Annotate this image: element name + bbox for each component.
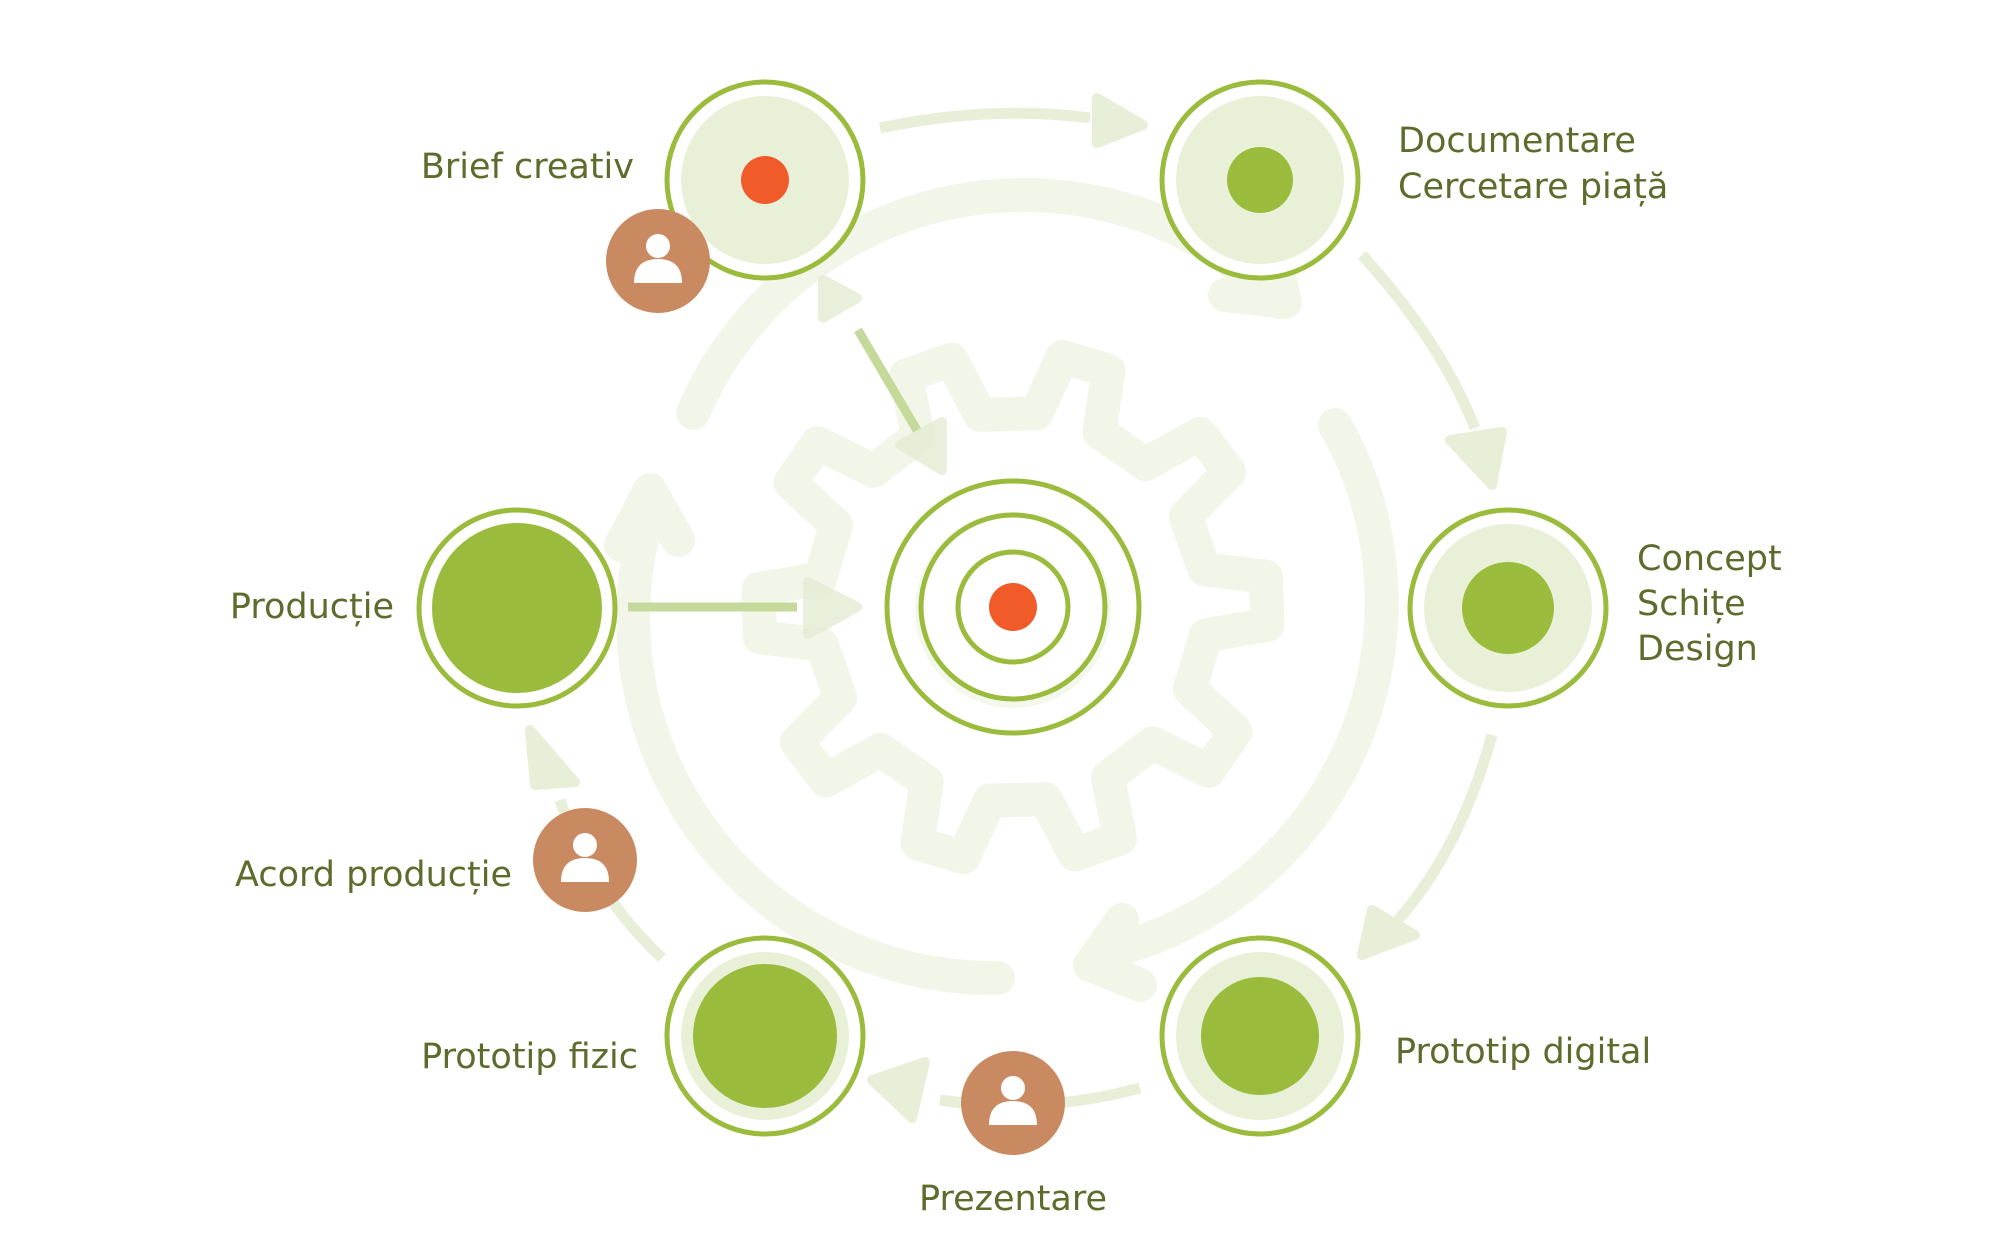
inner-connectors xyxy=(628,275,947,639)
cycle-arc-right xyxy=(1098,408,1399,967)
node-label-concept-3: Design xyxy=(1637,629,1758,669)
node-production[interactable] xyxy=(416,507,618,709)
person-icon xyxy=(561,833,609,882)
connector-concept-digital xyxy=(1393,733,1498,924)
person-icon xyxy=(989,1076,1037,1125)
person-icon xyxy=(634,234,682,283)
cycle-arc-right-head xyxy=(1073,903,1157,1002)
connector-brief-research xyxy=(878,107,1091,134)
arrowhead-brief-origin xyxy=(818,275,862,323)
node-label-production: Producție xyxy=(230,587,394,627)
node-label-digital: Prototip digital xyxy=(1395,1032,1651,1072)
arrowhead-research-concept xyxy=(1445,427,1507,490)
node-core xyxy=(1462,562,1554,654)
cycle-arc-left xyxy=(616,483,1015,996)
badge-brief xyxy=(606,209,710,313)
node-core xyxy=(1227,147,1293,213)
connectors xyxy=(525,93,1507,1123)
node-research[interactable] xyxy=(1159,79,1361,281)
node-label-brief: Brief creativ xyxy=(421,147,634,187)
target-dot xyxy=(989,583,1037,631)
node-physical[interactable] xyxy=(664,935,866,1137)
node-label-concept-2: Schițe xyxy=(1637,584,1746,624)
badge-approval xyxy=(533,808,637,912)
arrowhead-digital-physical xyxy=(867,1057,930,1123)
target-icon xyxy=(884,478,1142,736)
node-label-concept: Concept xyxy=(1637,539,1782,579)
connector-brief-center xyxy=(854,327,922,435)
arrowhead-production-center xyxy=(803,577,862,639)
node-label-research: Documentare xyxy=(1398,121,1636,161)
arrowhead-concept-digital xyxy=(1357,905,1420,960)
node-core xyxy=(432,523,602,693)
node-digital[interactable] xyxy=(1159,935,1361,1137)
arrowhead-physical-production xyxy=(525,725,580,790)
node-label-research-sub: Cercetare piață xyxy=(1398,167,1668,207)
checkpoint-label-presentation: Prezentare xyxy=(919,1179,1107,1219)
cycle-arc-left-head xyxy=(604,473,695,562)
node-core xyxy=(741,156,789,204)
node-concept[interactable] xyxy=(1407,507,1609,709)
checkpoint-label-approval: Acord producție xyxy=(235,855,512,895)
node-brief[interactable] xyxy=(664,79,866,281)
node-label-physical: Prototip fizic xyxy=(421,1037,638,1077)
node-core xyxy=(1201,977,1319,1095)
badge-presentation xyxy=(961,1051,1065,1155)
connector-research-concept xyxy=(1357,251,1481,431)
arrowhead-brief-research xyxy=(1092,93,1148,148)
gear-outline xyxy=(741,339,1285,875)
node-core xyxy=(693,964,837,1108)
gear-icon xyxy=(741,339,1285,875)
arrowhead-brief-center xyxy=(895,417,947,475)
